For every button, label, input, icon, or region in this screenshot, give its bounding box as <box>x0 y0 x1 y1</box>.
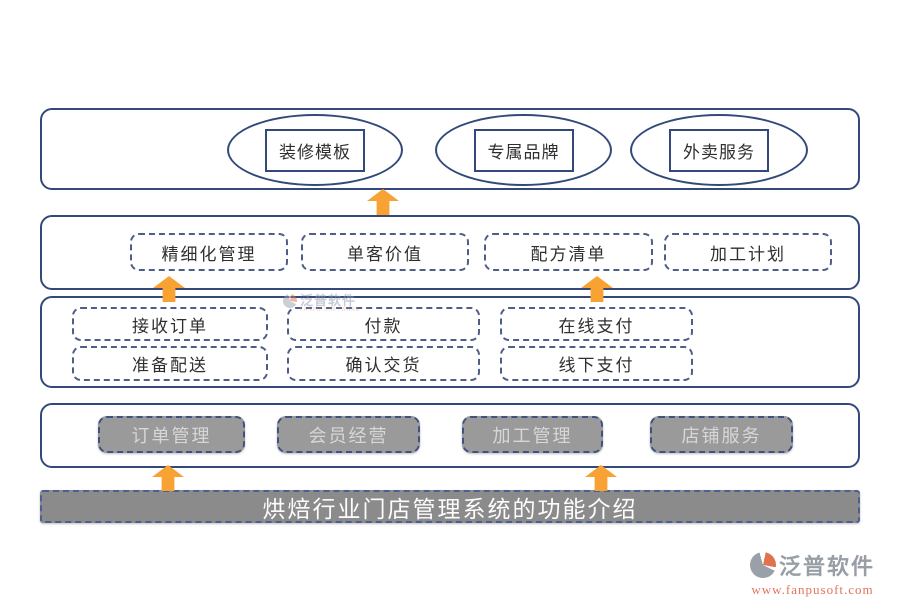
module-item: 订单管理 <box>98 416 245 453</box>
storefront-ellipse: 装修模板 <box>227 114 403 186</box>
brand-website: www.fanpusoft.com <box>751 582 874 597</box>
order-flow-step: 线下支付 <box>500 346 693 381</box>
fanpu-logo-icon <box>750 552 776 578</box>
storefront-ellipse: 外卖服务 <box>630 114 808 186</box>
module-item: 店铺服务 <box>650 416 793 453</box>
storefront-layer-panel: 装修模板 专属品牌 外卖服务 <box>40 108 860 190</box>
brand-name: 泛普软件 <box>779 554 876 579</box>
up-arrow-icon <box>367 189 399 215</box>
order-flow-panel: 接收订单 付款 在线支付 准备配送 确认交货 线下支付 <box>40 296 860 388</box>
storefront-ellipse: 专属品牌 <box>435 114 612 186</box>
storefront-item: 外卖服务 <box>669 128 769 172</box>
management-item: 加工计划 <box>664 233 832 271</box>
order-flow-step: 接收订单 <box>72 307 268 341</box>
modules-panel: 订单管理 会员经营 加工管理 店铺服务 <box>40 403 860 468</box>
brand-logo: 泛普软件 www.fanpusoft.com <box>750 549 875 598</box>
management-layer-panel: 精细化管理 单客价值 配方清单 加工计划 <box>40 215 860 290</box>
management-item: 配方清单 <box>484 233 653 271</box>
management-item: 单客价值 <box>301 233 469 271</box>
up-arrow-icon <box>152 465 184 491</box>
order-flow-step: 在线支付 <box>500 307 693 341</box>
storefront-item: 专属品牌 <box>473 128 574 172</box>
order-flow-step: 准备配送 <box>72 346 268 381</box>
diagram-title: 烘焙行业门店管理系统的功能介绍 <box>40 490 860 523</box>
module-item: 加工管理 <box>462 416 603 453</box>
storefront-item: 装修模板 <box>265 128 365 172</box>
module-item: 会员经营 <box>277 416 420 453</box>
up-arrow-icon <box>585 465 617 491</box>
order-flow-step: 确认交货 <box>287 346 480 381</box>
order-flow-step: 付款 <box>287 307 480 341</box>
management-item: 精细化管理 <box>130 233 288 271</box>
